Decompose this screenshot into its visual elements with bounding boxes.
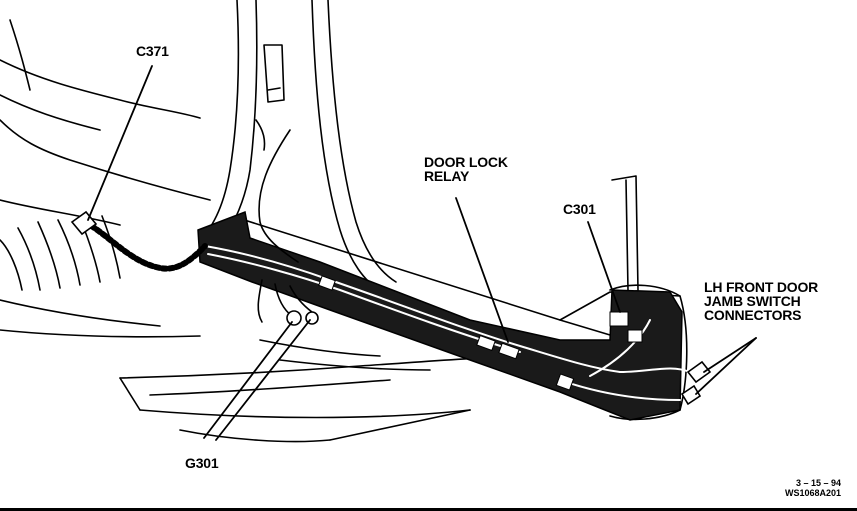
- ground-lead-3: [289, 285, 313, 313]
- label-c301: C301: [563, 201, 596, 217]
- label-door-lock-relay: DOOR LOCK RELAY: [424, 155, 508, 183]
- label-g301: G301: [185, 455, 219, 471]
- bottom-rule: [0, 508, 857, 511]
- leader-c301: [587, 221, 621, 313]
- ground-lead-1: [257, 279, 263, 323]
- label-door-lock-relay-line2: RELAY: [424, 168, 470, 184]
- stamp-date: 3 – 15 – 94: [795, 478, 841, 488]
- leader-g301-2: [215, 319, 311, 441]
- label-lh-front-line1: LH FRONT DOOR: [704, 279, 819, 295]
- label-lh-front-line3: CONNECTORS: [704, 307, 802, 323]
- g301-ring-1: [286, 310, 302, 326]
- label-lh-front-line2: JAMB SWITCH: [704, 293, 801, 309]
- jamb-connector-2: [680, 384, 702, 406]
- jamb-connector-1: [686, 360, 712, 384]
- b-pillar: [199, 0, 397, 291]
- label-lh-front-door-jamb: LH FRONT DOOR JAMB SWITCH CONNECTORS: [704, 280, 818, 322]
- leader-door-lock-relay: [455, 197, 509, 343]
- wire-harness: [197, 210, 691, 421]
- date-stamp: 3 – 15 – 94 WS1068A201: [785, 478, 841, 498]
- leader-lh-front-2: [695, 337, 757, 395]
- leader-lh-front-1: [703, 337, 757, 373]
- rear-quarter-panel: [0, 19, 211, 338]
- corrugated-conduit: [82, 219, 208, 272]
- label-c371: C371: [136, 43, 169, 59]
- leader-c371: [87, 65, 153, 221]
- door-jamb: [609, 175, 688, 421]
- label-door-lock-relay-line1: DOOR LOCK: [424, 154, 508, 170]
- stamp-code: WS1068A201: [784, 488, 841, 498]
- pillar-harness: [258, 129, 299, 263]
- leader-g301-1: [203, 321, 293, 439]
